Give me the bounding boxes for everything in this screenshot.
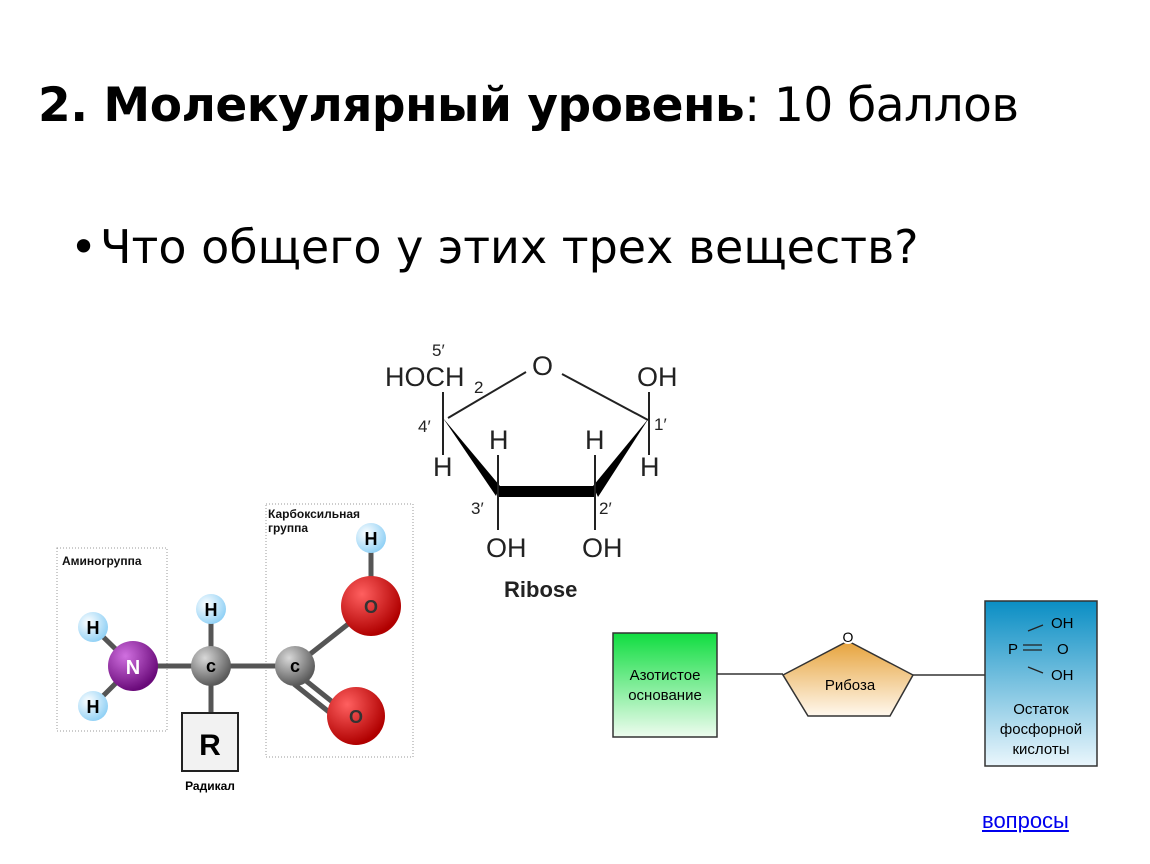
atom-label: H [365,529,378,549]
carboxyl-label-1: Карбоксильная [268,507,360,521]
title-points: : 10 баллов [744,78,1019,133]
label-1prime: 1′ [654,415,667,434]
ribose-structure: 5′ HOCH 2 O OH 4′ 1′ 3′ 2′ H H H H OH OH… [385,341,678,602]
atom-label: O [364,597,378,617]
ribose-pentagon [781,640,915,717]
phos-o-mid: O [1057,641,1069,658]
atom-label: H [87,618,100,638]
label-h-1: H [640,452,660,482]
label-2prime: 2′ [599,499,612,518]
amino-group-label: Аминогруппа [62,554,142,568]
bullet-question: •Что общего у этих трех веществ? [70,220,919,274]
carboxyl-group-box [265,503,414,758]
label-oh-2: OH [582,533,623,563]
phos-label-3: кислоты [1012,741,1069,758]
questions-link[interactable]: вопросы [982,808,1069,833]
oxygen-atom [327,687,385,745]
bullet-icon: • [70,220,98,274]
hydrogen-atom [78,691,108,721]
nucleotide-scheme: Азотистое основание O Рибоза P OH O OH О… [612,600,1098,767]
carbon-atom [191,646,231,686]
carbon-atom [275,646,315,686]
nitrogen-base-box [612,632,718,738]
base-label-2: основание [628,687,702,704]
label-hoch2: HOCH [385,362,465,392]
atom-label: H [87,697,100,717]
phos-label-2: фосфорной [1000,721,1082,738]
radical-box [181,712,239,772]
atom-label: H [205,600,218,620]
atom-label: O [349,707,363,727]
hydrogen-atom [356,523,386,553]
label-3prime: 3′ [471,499,484,518]
question-text: Что общего у этих трех веществ? [100,220,919,274]
hydrogen-atom [196,594,226,624]
phosphate-box [984,600,1098,767]
ribose-caption: Ribose [504,577,577,602]
atom-label: c [290,656,300,676]
label-oh-1: OH [637,362,678,392]
slide-title: 2. Молекулярный уровень: 10 баллов [38,78,1019,133]
label-h-3: H [489,425,509,455]
amino-group-box [56,547,168,732]
phosphorus-label: P [1008,641,1018,658]
phos-oh-top: OH [1051,615,1074,632]
carboxyl-label-2: группа [268,521,308,535]
base-label-1: Азотистое [630,667,701,684]
radical-label: Радикал [185,779,235,793]
hydrogen-atom [78,612,108,642]
atom-label: c [206,656,216,676]
radical-r: R [199,729,221,762]
label-5prime: 5′ [432,341,445,360]
nitrogen-atom [108,641,158,691]
atom-label: N [126,657,140,679]
oxygen-atom [341,576,401,636]
label-subscript-2: 2 [474,378,483,397]
label-oh-3: OH [486,533,527,563]
title-bold: 2. Молекулярный уровень [38,78,745,133]
sugar-label: Рибоза [825,677,876,694]
amino-acid-model: Аминогруппа Карбоксильная группа R Радик… [56,503,414,793]
label-h-2: H [585,425,605,455]
phos-oh-bottom: OH [1051,667,1074,684]
phos-label-1: Остаток [1013,701,1069,718]
label-ring-oxygen: O [532,351,553,381]
label-h-4: H [433,452,453,482]
sugar-oxygen-label: O [843,629,854,645]
label-4prime: 4′ [418,417,431,436]
